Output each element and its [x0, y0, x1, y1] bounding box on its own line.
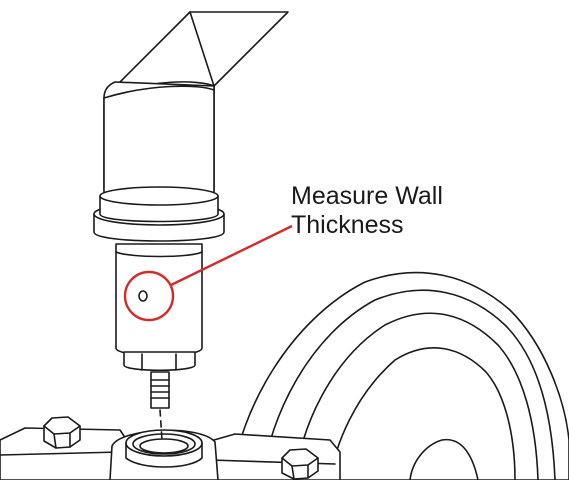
- tire-outer: [231, 271, 569, 480]
- tire-tread-line-2: [294, 312, 539, 480]
- callout-label: Measure Wall Thickness: [291, 182, 551, 240]
- right-flange: [199, 433, 341, 480]
- callout-leader-line: [170, 224, 293, 287]
- callout-marker: [123, 224, 293, 322]
- hex-bolt-left: [43, 416, 81, 449]
- tire-tread-line-3: [329, 347, 516, 480]
- kingpin-body: [115, 243, 203, 409]
- upper-arm: [103, 11, 289, 201]
- tire-hub-line: [409, 438, 479, 480]
- tire-tread-line-1: [261, 289, 556, 480]
- callout-line-1: Measure Wall: [291, 182, 443, 210]
- seat-ring-inner: [139, 438, 189, 454]
- red-circle-icon: [123, 270, 175, 322]
- wall-test-hole: [138, 290, 148, 302]
- tire-wheel: [231, 271, 569, 480]
- upper-collar: [93, 186, 225, 242]
- hex-bolt-right: [281, 448, 319, 480]
- axle-yoke: [0, 427, 341, 480]
- center-axis-line: [159, 409, 163, 441]
- callout-line-2: Thickness: [291, 211, 404, 239]
